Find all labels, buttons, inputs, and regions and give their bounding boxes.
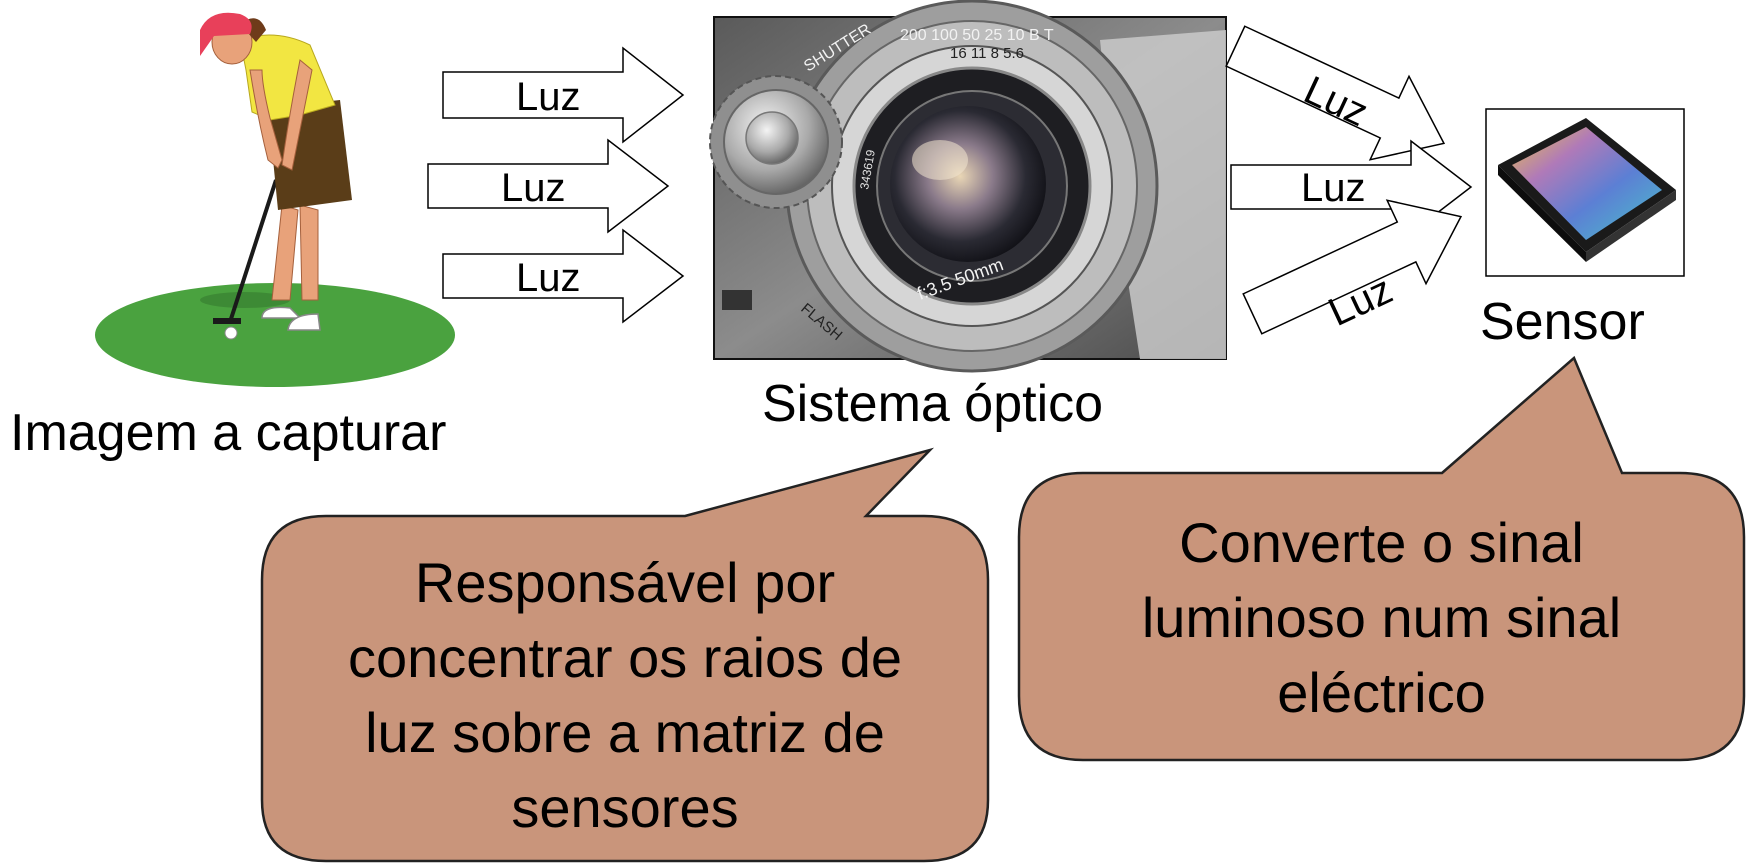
optics-caption: Sistema óptico — [762, 375, 1104, 433]
optics-callout-line-2: concentrar os raios de — [347, 626, 903, 689]
light-arrow-4 — [1225, 25, 1446, 161]
lens-serial-text: 343619 — [857, 148, 878, 190]
source-image-caption: Imagem a capturar — [10, 404, 447, 462]
sensor-callout-line-2: luminoso num sinal — [1141, 586, 1622, 649]
light-arrow-3 — [442, 228, 685, 324]
light-arrow-1 — [442, 46, 685, 144]
sensor-caption: Sensor — [1480, 293, 1645, 351]
arrow-label-5: Luz — [1301, 166, 1366, 210]
optics-callout-line-1: Responsável por — [414, 551, 836, 614]
optics-callout-line-3: luz sobre a matriz de — [365, 701, 885, 764]
sensor-callout-line-3: eléctrico — [1277, 661, 1486, 724]
cap-icon — [200, 12, 252, 56]
putting-green — [95, 283, 455, 387]
optics-callout-line-4: sensores — [511, 776, 739, 839]
sensor-callout-text: Converte o sinal luminoso num sinal eléc… — [1019, 505, 1744, 730]
sensor-chip-photo — [1485, 108, 1685, 277]
shutter-gear-icon — [709, 75, 843, 209]
golfer-illustration — [95, 12, 455, 387]
optics-callout-shape — [260, 447, 990, 863]
lens-aperture-text: 16 11 8 5.6 — [950, 45, 1024, 62]
arrow-label-2: Luz — [501, 166, 566, 210]
light-arrow-2 — [427, 138, 670, 234]
sensor-callout-line-1: Converte o sinal — [1179, 511, 1584, 574]
outgoing-light-arrows — [1225, 25, 1473, 335]
sensor-callout-shape — [1017, 355, 1746, 762]
incoming-light-arrows — [427, 46, 685, 324]
golf-ball-icon — [224, 326, 238, 340]
lens-speeds-text: 200 100 50 25 10 B T — [900, 27, 1054, 44]
arrow-label-1: Luz — [516, 75, 581, 119]
camera-lens-photo: 200 100 50 25 10 B T SHUTTER 16 11 8 5.6… — [709, 0, 1227, 373]
light-arrow-6 — [1242, 199, 1463, 335]
lens-glass — [890, 106, 1046, 262]
arrow-label-3: Luz — [516, 256, 581, 300]
sensor-chip-icon — [1512, 127, 1662, 240]
optics-callout-text: Responsável por concentrar os raios de l… — [262, 545, 988, 845]
